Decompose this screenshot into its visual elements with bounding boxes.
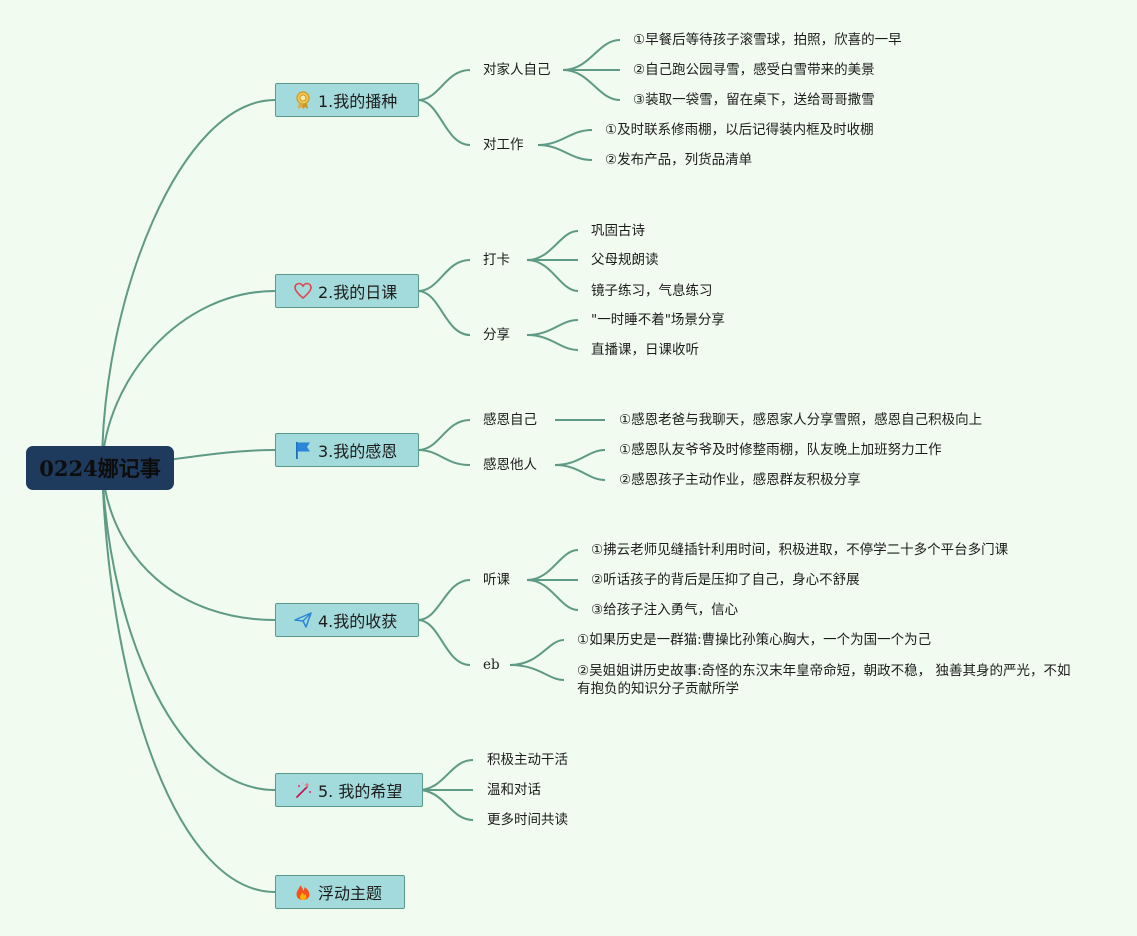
flag-icon xyxy=(292,439,314,461)
link-b5-i3 xyxy=(417,789,474,821)
link-root-branch-6 xyxy=(101,467,276,893)
subtopic-listen-class[interactable]: 听课 xyxy=(483,572,510,588)
link-b1c2-i2 xyxy=(537,144,593,161)
branch-topic-hope[interactable]: 5. 我的希望 xyxy=(275,773,423,807)
branch-label: 1.我的播种 xyxy=(318,92,398,111)
link-b1-c2 xyxy=(417,99,471,146)
subtopic-eb[interactable]: eb xyxy=(483,657,500,673)
leaf-item[interactable]: ③装取一袋雪，留在桌下，送给哥哥撒雪 xyxy=(633,92,875,108)
link-b1c1-i3 xyxy=(562,69,621,101)
fire-icon xyxy=(292,881,314,903)
link-b3-c1 xyxy=(417,419,471,451)
branch-label: 5. 我的希望 xyxy=(318,782,403,801)
leaf-item[interactable]: 积极主动干活 xyxy=(487,752,568,768)
link-root-branch-1 xyxy=(101,99,276,469)
leaf-item[interactable]: ①感恩队友爷爷及时修整雨棚，队友晚上加班努力工作 xyxy=(619,442,942,458)
link-b1c1-i1 xyxy=(562,39,621,71)
branch-topic-sowing[interactable]: 1.我的播种 xyxy=(275,83,419,117)
link-b4-c1 xyxy=(417,579,471,621)
leaf-item[interactable]: ②自己跑公园寻雪，感受白雪带来的美景 xyxy=(633,62,875,78)
link-root-branch-2 xyxy=(101,290,276,469)
magic-wand-icon xyxy=(292,779,314,801)
ribbon-medal-icon xyxy=(292,89,314,111)
leaf-item[interactable]: 温和对话 xyxy=(487,782,541,798)
leaf-item[interactable]: ③给孩子注入勇气，信心 xyxy=(591,602,739,618)
leaf-item[interactable]: ①如果历史是一群猫:曹操比孙策心胸大，一个为国一个为己 xyxy=(577,632,932,648)
link-b3c2-i2 xyxy=(554,464,606,481)
link-root-branch-5 xyxy=(101,467,276,791)
leaf-item[interactable]: ②吴姐姐讲历史故事:奇怪的东汉末年皇帝命短，朝政不稳， 独善其身的严光，不如有抱… xyxy=(577,663,1071,697)
branch-label: 3.我的感恩 xyxy=(318,442,398,461)
leaf-item[interactable]: ①感恩老爸与我聊天，感恩家人分享雪照，感恩自己积极向上 xyxy=(619,412,983,428)
leaf-item[interactable]: ②发布产品，列货品清单 xyxy=(605,152,753,168)
floating-topic[interactable]: 浮动主题 xyxy=(275,875,405,909)
link-b4-c2 xyxy=(417,619,471,666)
link-b2c1-i3 xyxy=(526,259,579,292)
leaf-item[interactable]: ②感恩孩子主动作业，感恩群友积极分享 xyxy=(619,472,861,488)
link-b1-c1 xyxy=(417,69,471,101)
leaf-item[interactable]: ②听话孩子的背后是压抑了自己，身心不舒展 xyxy=(591,572,860,588)
link-b1c2-i1 xyxy=(537,129,593,146)
link-b2c2-i1 xyxy=(526,319,579,336)
link-b4c2-i2 xyxy=(509,664,565,681)
leaf-item[interactable]: 父母规朗读 xyxy=(591,252,659,268)
branch-label: 2.我的日课 xyxy=(318,283,398,302)
heart-icon xyxy=(292,280,314,302)
link-b2-c1 xyxy=(417,259,471,292)
link-b4c1-i1 xyxy=(526,549,579,581)
leaf-item[interactable]: ①拂云老师见缝插针利用时间，积极进取，不停学二十多个平台多门课 xyxy=(591,542,1009,558)
subtopic-checkin[interactable]: 打卡 xyxy=(483,252,510,268)
leaf-item[interactable]: ①及时联系修雨棚，以后记得装内框及时收棚 xyxy=(605,122,874,138)
root-topic[interactable]: 0224娜记事 xyxy=(26,446,174,490)
link-root-branch-4 xyxy=(101,467,276,621)
link-b3-c2 xyxy=(417,449,471,466)
leaf-item[interactable]: 更多时间共读 xyxy=(487,812,568,828)
leaf-item[interactable]: ①早餐后等待孩子滚雪球，拍照，欣喜的一早 xyxy=(633,32,902,48)
leaf-item[interactable]: "一时睡不着"场景分享 xyxy=(591,312,725,328)
link-b2-c2 xyxy=(417,290,471,336)
link-b4c2-i1 xyxy=(509,639,565,666)
link-b2c1-i1 xyxy=(526,230,579,261)
branch-label: 4.我的收获 xyxy=(318,612,398,631)
subtopic-thank-self[interactable]: 感恩自己 xyxy=(483,412,537,428)
branch-label: 浮动主题 xyxy=(318,884,383,903)
branch-topic-gratitude[interactable]: 3.我的感恩 xyxy=(275,433,419,467)
branch-topic-harvest[interactable]: 4.我的收获 xyxy=(275,603,419,637)
link-b4c1-i3 xyxy=(526,579,579,611)
leaf-item[interactable]: 直播课，日课收听 xyxy=(591,342,699,358)
subtopic-work[interactable]: 对工作 xyxy=(483,137,524,153)
link-b3c2-i1 xyxy=(554,449,606,466)
subtopic-thank-others[interactable]: 感恩他人 xyxy=(483,457,537,473)
paper-plane-icon xyxy=(292,609,314,631)
link-b2c2-i2 xyxy=(526,334,579,351)
leaf-item[interactable]: 镜子练习，气息练习 xyxy=(591,283,713,299)
subtopic-family-self[interactable]: 对家人自己 xyxy=(483,62,551,78)
link-b5-i1 xyxy=(417,759,474,791)
subtopic-share[interactable]: 分享 xyxy=(483,327,510,343)
leaf-item[interactable]: 巩固古诗 xyxy=(591,223,645,239)
root-title: 0224娜记事 xyxy=(39,456,161,481)
branch-topic-daily-lessons[interactable]: 2.我的日课 xyxy=(275,274,419,308)
